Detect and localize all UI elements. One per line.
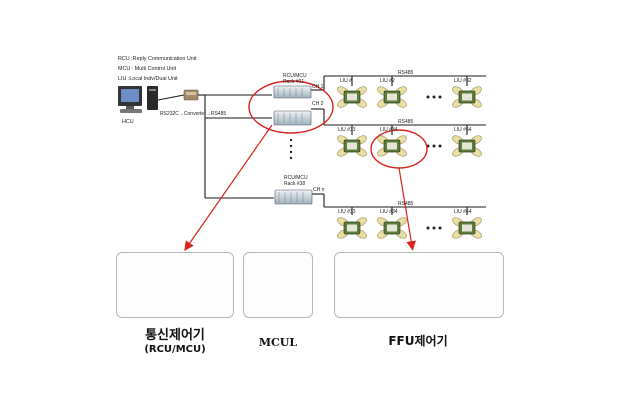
liu-unit-icon xyxy=(377,86,407,108)
legend-mcu: MCU : Multi Control Unit xyxy=(118,66,177,72)
liu-unit-icon xyxy=(337,135,367,157)
rack-01-top-icon xyxy=(273,85,312,99)
rcu-arrow xyxy=(184,124,273,251)
legend-liu: LIU :Local Indv/Dual Unit xyxy=(118,76,178,82)
hcu-label: HCU xyxy=(122,119,134,125)
mcul-caption: MCUL xyxy=(258,336,298,349)
rs485-label-row2: RS485 xyxy=(398,119,414,125)
rack-38-label: RCU/MCU Rack #38 xyxy=(284,175,308,187)
liu-label: LIU #34 xyxy=(380,209,398,215)
rack-highlight-ellipse xyxy=(248,80,334,134)
ffu-arrow xyxy=(398,167,416,251)
liu-unit-icon xyxy=(452,217,482,239)
ch1-label: CH 1 xyxy=(312,84,324,90)
converter-icon xyxy=(183,89,199,101)
liu-unit-icon xyxy=(377,135,407,157)
liu-label: LIU #64 xyxy=(454,127,472,133)
mcul-panel xyxy=(243,252,313,318)
chn-label: CH n xyxy=(313,187,325,193)
connection-lines xyxy=(157,75,486,215)
rs485-label-row1: RS485 xyxy=(398,70,414,76)
hcu-computer-icon xyxy=(118,86,158,113)
rack-01-label: RCU/MCU Rack #01 xyxy=(283,73,307,85)
ffu-caption: FFU제어기 xyxy=(388,334,448,348)
legend-rcu: RCU :Reply Communication Unit xyxy=(118,56,197,62)
liu-label: LIU # xyxy=(340,78,352,84)
rcu-panel xyxy=(116,252,234,318)
liu-label: LIU #34 xyxy=(380,127,398,133)
liu-label: LIU #64 xyxy=(454,209,472,215)
liu-label: LIU #33 xyxy=(338,127,356,133)
liu-unit-icon xyxy=(452,86,482,108)
liu-label: LIU #32 xyxy=(454,78,472,84)
converter-label: RS232C→Converter→RS485 xyxy=(160,111,227,117)
liu-ellipsis-icons xyxy=(426,95,442,230)
rack-38-icon xyxy=(274,189,313,205)
rs485-label-row3: RS485 xyxy=(398,201,414,207)
rcu-caption-sub: (RCU/MCU) xyxy=(144,344,206,355)
liu-label: LIU #2 xyxy=(380,78,395,84)
ffu-panel xyxy=(334,252,504,318)
liu-unit-icon xyxy=(377,217,407,239)
liu-unit-icon xyxy=(337,86,367,108)
liu-label: LIU #33 xyxy=(338,209,356,215)
ch2-label: CH 2 xyxy=(312,101,324,107)
rack-01-bottom-icon xyxy=(273,110,312,126)
liu-unit-icon xyxy=(337,217,367,239)
rcu-caption: 통신제어기 xyxy=(145,328,205,343)
rack-ellipsis-icon xyxy=(289,138,293,160)
liu-units xyxy=(337,86,482,239)
liu-unit-icon xyxy=(452,135,482,157)
